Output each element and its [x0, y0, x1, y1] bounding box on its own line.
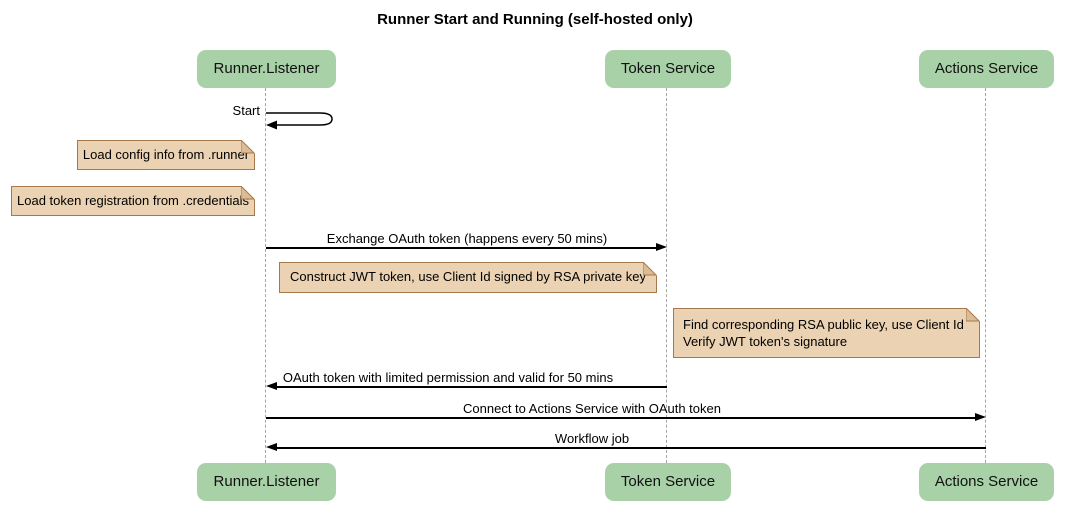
message-line-connect-actions: [266, 417, 975, 419]
note-text: Construct JWT token, use Client Id signe…: [290, 269, 646, 284]
note-fold-corner-icon: [241, 186, 255, 200]
note-fold-corner-icon: [966, 308, 980, 322]
arrowhead-left: [266, 382, 277, 390]
message-label-workflow-job: Workflow job: [554, 431, 630, 446]
message-line-exchange-oauth: [266, 247, 656, 249]
note-text: Load config info from .runner: [82, 147, 250, 162]
message-line-workflow-job: [277, 447, 986, 449]
arrowhead-left: [266, 443, 277, 451]
note-verify-jwt: Find corresponding RSA public key, use C…: [673, 308, 980, 358]
actor-box-actions-service-bottom: Actions Service: [919, 463, 1054, 501]
self-message-arrow: [266, 112, 333, 130]
arrowhead-right: [975, 413, 986, 421]
note-construct-jwt: Construct JWT token, use Client Id signe…: [279, 262, 657, 293]
note-fold-corner-icon: [643, 262, 657, 276]
message-line-oauth-token: [277, 386, 667, 388]
message-label-connect-actions: Connect to Actions Service with OAuth to…: [463, 401, 721, 416]
lifeline-actions-service: [985, 88, 986, 463]
actor-box-token-service-top: Token Service: [605, 50, 731, 88]
lifeline-runner-listener: [265, 88, 266, 463]
diagram-title: Runner Start and Running (self-hosted on…: [377, 11, 693, 28]
note-fold-corner-icon: [241, 140, 255, 154]
note-text-line-2: Verify JWT token's signature: [683, 334, 848, 349]
message-label-exchange-oauth: Exchange OAuth token (happens every 50 m…: [326, 231, 608, 246]
note-text: Load token registration from .credential…: [17, 193, 249, 208]
message-label-start: Start: [232, 103, 260, 118]
actor-box-token-service-bottom: Token Service: [605, 463, 731, 501]
note-load-config: Load config info from .runner: [77, 140, 255, 170]
message-label-oauth-token: OAuth token with limited permission and …: [282, 370, 614, 385]
actor-box-runner-listener-bottom: Runner.Listener: [197, 463, 336, 501]
note-text-line-1: Find corresponding RSA public key, use C…: [683, 317, 964, 332]
actor-box-actions-service-top: Actions Service: [919, 50, 1054, 88]
lifeline-token-service: [666, 88, 667, 463]
arrowhead-right: [656, 243, 667, 251]
note-load-token-registration: Load token registration from .credential…: [11, 186, 255, 216]
actor-box-runner-listener-top: Runner.Listener: [197, 50, 336, 88]
